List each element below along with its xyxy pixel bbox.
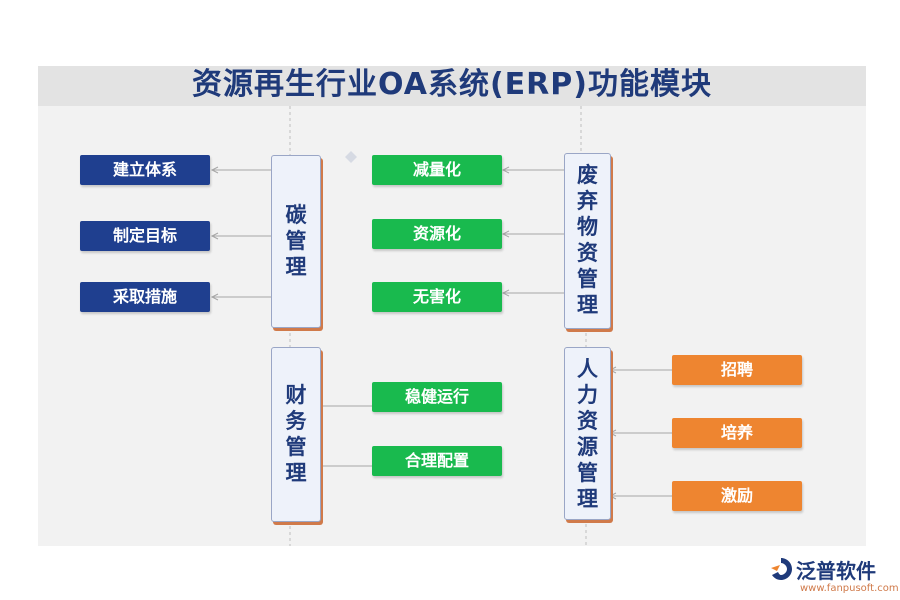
company-logo: 泛普软件 www.fanpusoft.com [768,553,899,597]
carbon-item-set-targets: 制定目标 [80,221,210,251]
hr-management-box: 人力资源管理 [564,347,611,520]
logo-mark-icon [771,558,792,580]
carbon-management-box: 碳管理 [271,155,321,328]
logo-name: 泛普软件 [796,559,876,583]
waste-item-harmless-treatment: 无害化 [372,282,502,312]
waste-item-resource-recovery: 资源化 [372,219,502,249]
diagram-title: 资源再生行业OA系统(ERP)功能模块 [192,67,712,102]
title-bar [38,66,866,106]
logo-url: www.fanpusoft.com [800,583,899,594]
finance-item-rational-allocation: 合理配置 [372,446,502,476]
finance-management-label: 财务管理 [285,383,307,485]
hr-item-training: 培养 [672,418,802,448]
waste-management-label: 废弃物资管理 [577,163,598,317]
waste-connectors [501,166,564,297]
finance-item-stable-operation: 稳健运行 [372,382,502,412]
finance-management-box: 财务管理 [271,347,321,522]
hr-item-incentive: 激励 [672,481,802,511]
hr-item-recruitment: 招聘 [672,355,802,385]
carbon-management-label: 碳管理 [285,203,307,279]
carbon-item-establish-system: 建立体系 [80,155,210,185]
waste-management-box: 废弃物资管理 [564,153,611,329]
watermark-logo [344,150,358,167]
waste-item-reduction: 减量化 [372,155,502,185]
hr-connectors [608,366,672,500]
carbon-connectors [210,166,272,301]
carbon-item-take-measures: 采取措施 [80,282,210,312]
finance-connectors [320,405,372,467]
hr-management-label: 人力资源管理 [577,357,598,511]
